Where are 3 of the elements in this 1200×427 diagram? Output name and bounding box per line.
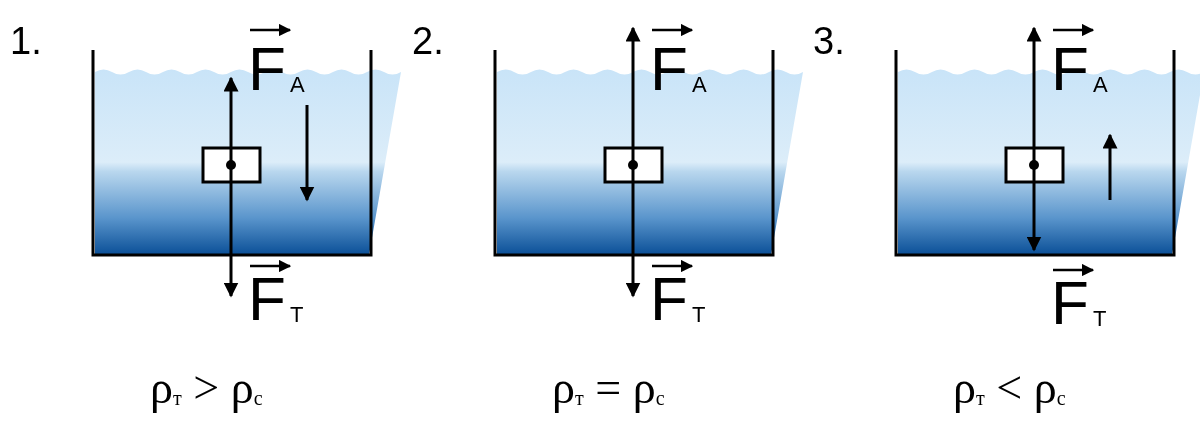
panel-number: 3. xyxy=(813,22,845,60)
panel-number: 2. xyxy=(412,22,444,60)
panel-number: 1. xyxy=(10,22,42,60)
